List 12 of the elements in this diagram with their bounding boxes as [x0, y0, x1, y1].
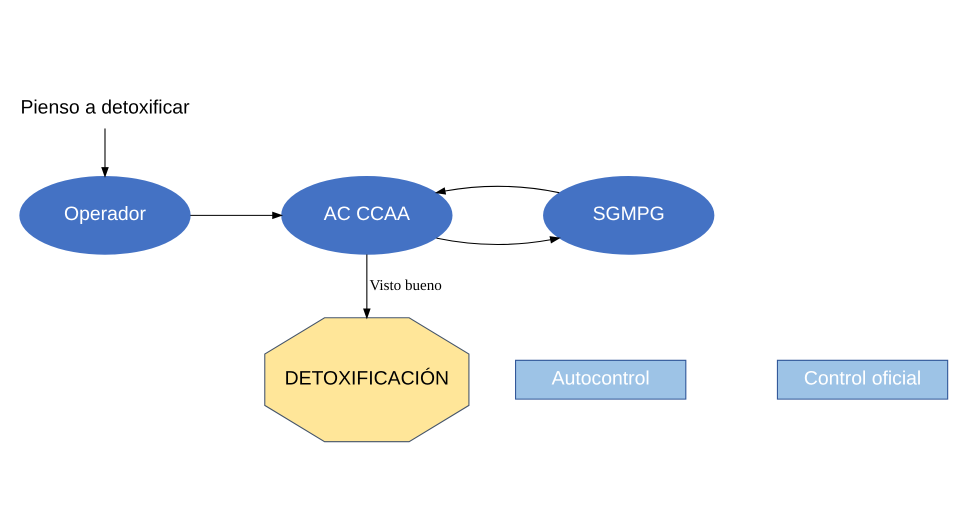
node-box: Control oficial: [776, 360, 948, 400]
arrow: [434, 186, 560, 195]
node-ellipse: SGMPG: [543, 176, 714, 255]
node-text: Pienso a detoxificar: [20, 96, 190, 118]
edge-label: Visto bueno: [369, 278, 442, 294]
arrow: [101, 128, 109, 178]
node-box: Autocontrol: [515, 360, 686, 400]
arrow: [190, 212, 284, 220]
arrow: [363, 254, 371, 320]
arrow: [436, 236, 561, 245]
node-ellipse: Operador: [19, 176, 191, 255]
node-ellipse: AC CCAA: [281, 176, 453, 255]
